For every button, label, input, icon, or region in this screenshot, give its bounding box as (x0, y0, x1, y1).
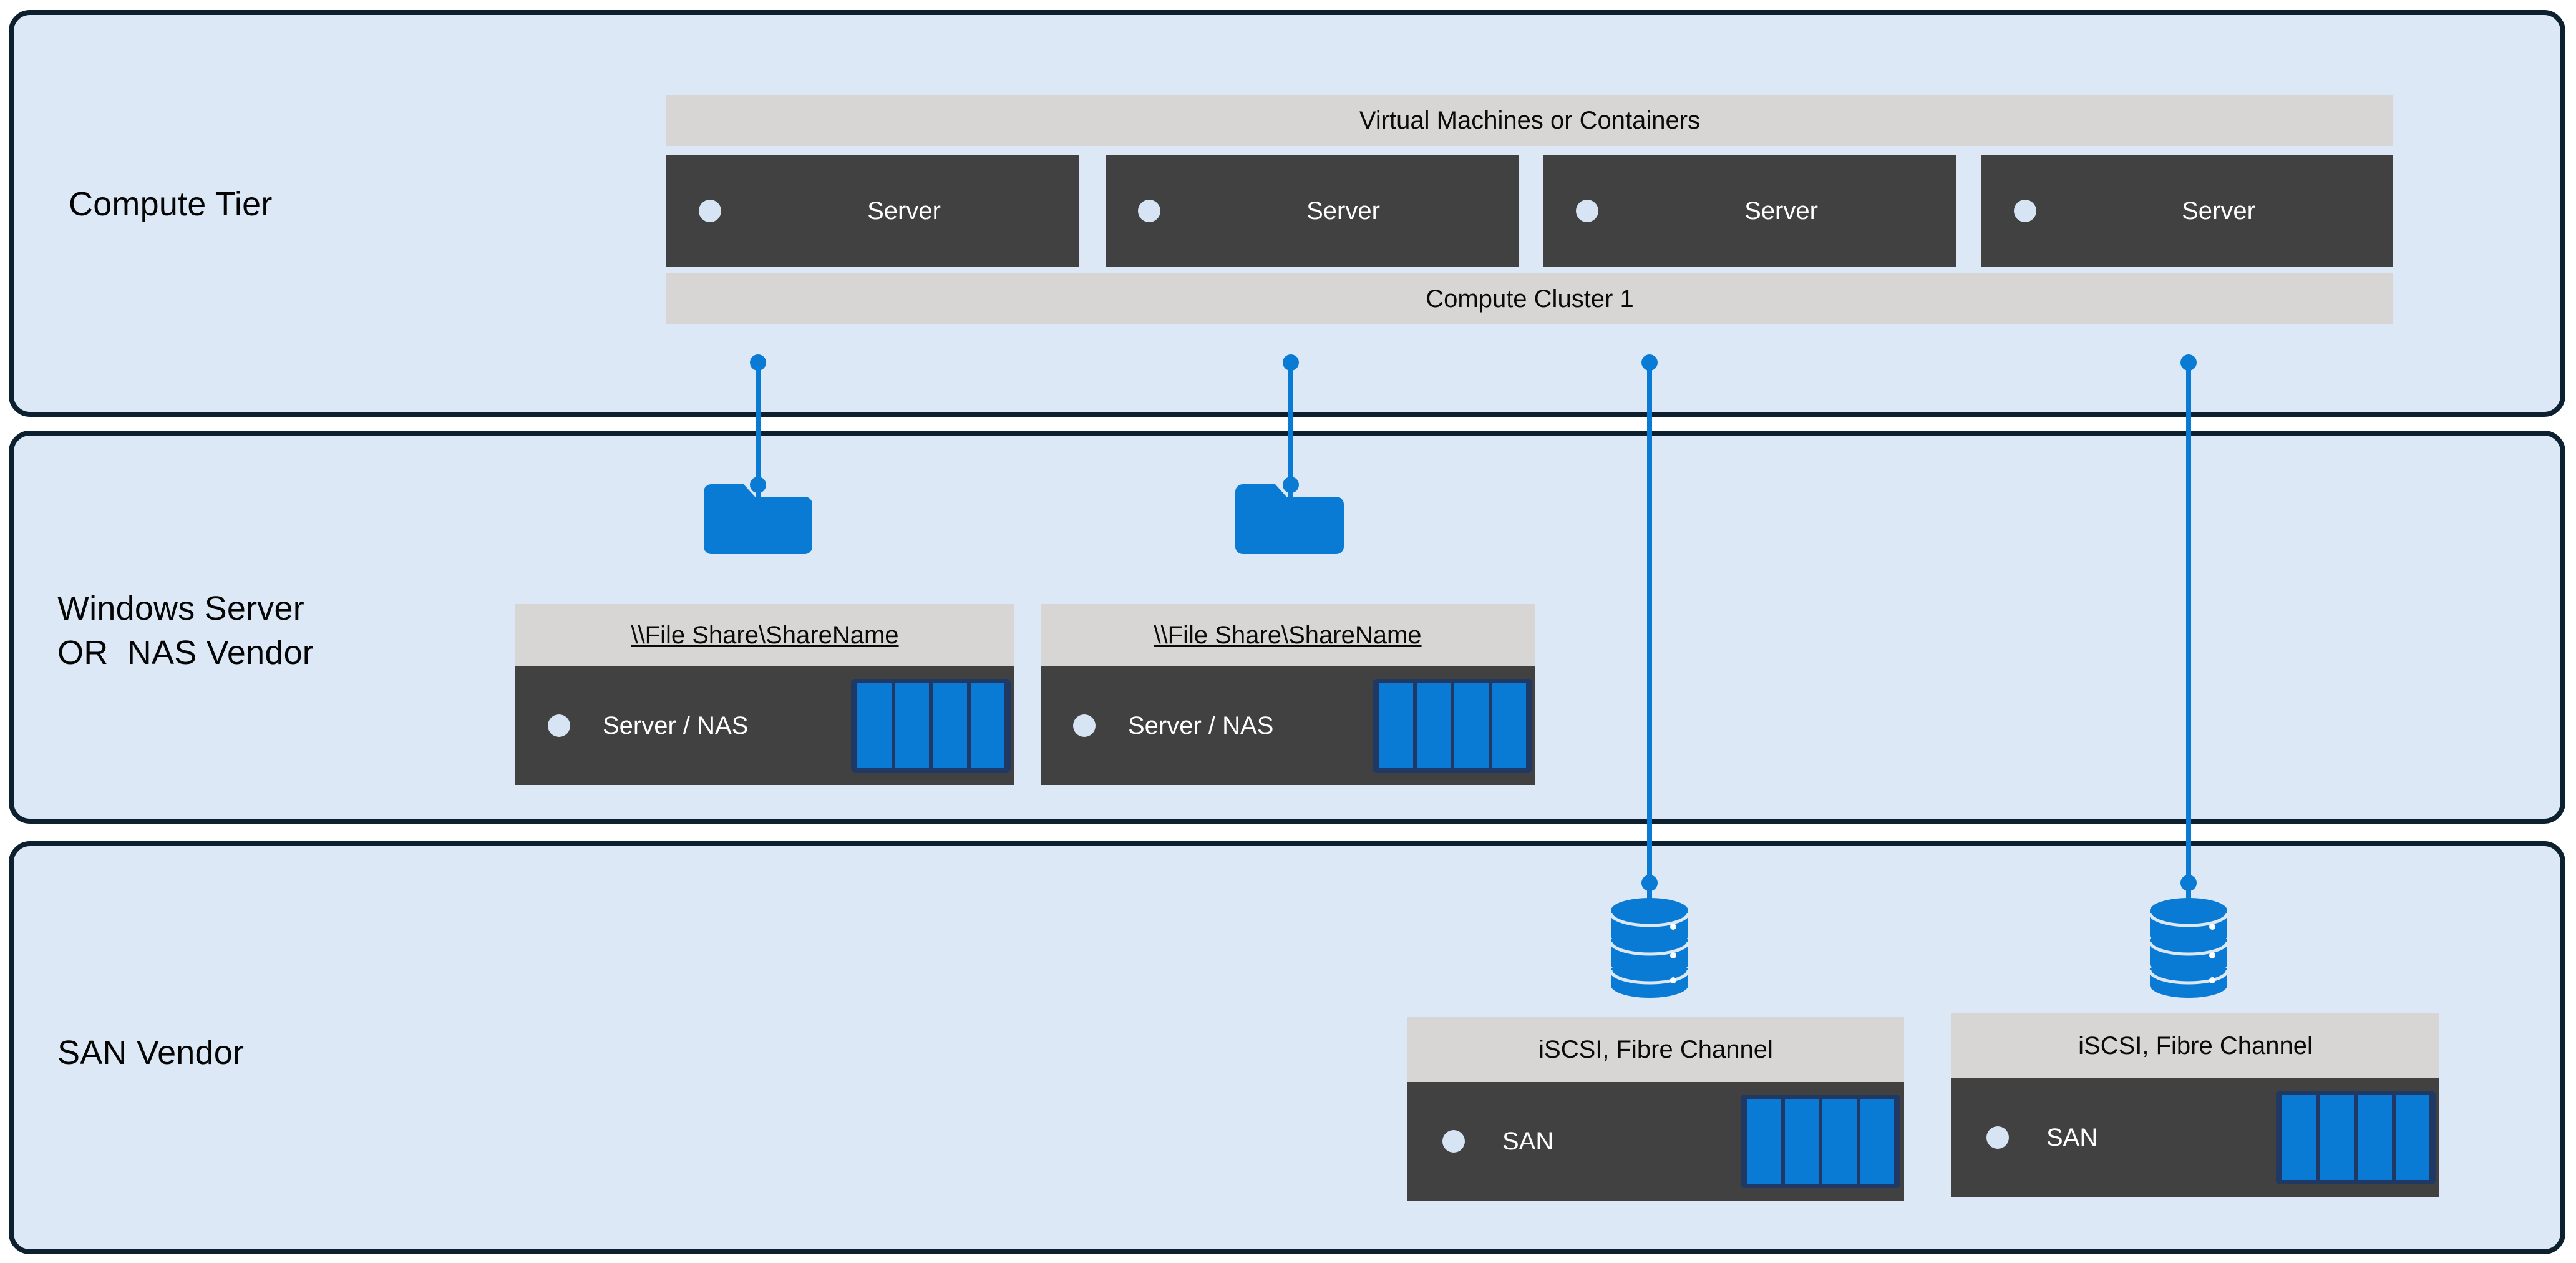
connector-line-compute-to-san-1 (1647, 362, 1652, 909)
compute-server-label-4: Server (2182, 197, 2255, 225)
file-server-box-2[interactable]: Server / NAS (1041, 666, 1535, 785)
compute-server-label-1: Server (867, 197, 941, 225)
status-led-icon (1073, 714, 1096, 737)
disk-bar (895, 683, 929, 768)
status-led-icon (1442, 1130, 1465, 1153)
connector-line-compute-to-fileshare-1 (756, 362, 761, 499)
database-cylinder-icon (2147, 897, 2230, 998)
connector-endpoint-dot (750, 354, 766, 371)
disk-bar (1379, 683, 1413, 768)
connector-line-compute-to-san-2 (2186, 362, 2191, 909)
san-protocol-caption-2: iSCSI, Fibre Channel (1951, 1013, 2439, 1078)
status-led-icon (1986, 1126, 2009, 1149)
san-protocol-caption-1: iSCSI, Fibre Channel (1407, 1017, 1904, 1082)
compute-server-label-3: Server (1744, 197, 1818, 225)
connector-endpoint-dot (750, 477, 766, 493)
connector-line-compute-to-fileshare-2 (1288, 362, 1293, 499)
disk-bar (2358, 1095, 2392, 1180)
connector-endpoint-dot (1283, 477, 1299, 493)
compute-tier-label: Compute Tier (69, 185, 273, 223)
compute-server-box-3[interactable]: Server (1543, 155, 1956, 267)
disk-bar (2395, 1095, 2429, 1180)
status-led-icon (1138, 200, 1160, 222)
file-tier-label: Windows Server OR NAS Vendor (57, 590, 314, 672)
disk-bar (970, 683, 1004, 768)
disk-array-icon (851, 679, 1011, 773)
disk-bar (1492, 683, 1526, 768)
status-led-icon (1576, 200, 1598, 222)
disk-bar (2282, 1095, 2316, 1180)
status-led-icon (548, 714, 570, 737)
database-cylinder-icon (1608, 897, 1691, 998)
connector-endpoint-dot (1641, 875, 1658, 891)
folder-icon (700, 480, 812, 554)
compute-server-box-2[interactable]: Server (1106, 155, 1519, 267)
san-label-2: SAN (2046, 1123, 2098, 1151)
connector-endpoint-dot (2180, 354, 2197, 371)
disk-bar (1454, 683, 1489, 768)
compute-server-box-1[interactable]: Server (666, 155, 1079, 267)
compute-server-label-2: Server (1306, 197, 1380, 225)
disk-bar (1747, 1099, 1781, 1184)
connector-endpoint-dot (2180, 875, 2197, 891)
compute-server-box-4[interactable]: Server (1981, 155, 2393, 267)
status-led-icon (699, 200, 721, 222)
file-server-box-1[interactable]: Server / NAS (515, 666, 1014, 785)
file-server-label-1: Server / NAS (603, 711, 749, 739)
connector-endpoint-dot (1283, 354, 1299, 371)
disk-array-icon (1741, 1095, 1900, 1188)
file-server-label-2: Server / NAS (1128, 711, 1274, 739)
connector-endpoint-dot (1641, 354, 1658, 371)
folder-icon (1235, 480, 1348, 554)
disk-bar (1822, 1099, 1857, 1184)
file-share-caption-2[interactable]: \\File Share\ShareName (1041, 604, 1535, 666)
disk-array-icon (2276, 1091, 2436, 1184)
status-led-icon (2014, 200, 2036, 222)
disk-bar (1416, 683, 1451, 768)
disk-array-icon (1373, 679, 1532, 773)
san-box-2[interactable]: SAN (1951, 1078, 2439, 1197)
virtual-machines-caption: Virtual Machines or Containers (666, 95, 2393, 146)
compute-cluster-caption: Compute Cluster 1 (666, 273, 2393, 324)
disk-bar (1784, 1099, 1819, 1184)
disk-bar (857, 683, 892, 768)
disk-bar (2320, 1095, 2354, 1180)
san-tier-label: SAN Vendor (57, 1034, 245, 1071)
san-box-1[interactable]: SAN (1407, 1082, 1904, 1201)
san-label-1: SAN (1502, 1127, 1554, 1155)
disk-bar (1860, 1099, 1894, 1184)
file-share-caption-1[interactable]: \\File Share\ShareName (515, 604, 1014, 666)
disk-bar (933, 683, 967, 768)
